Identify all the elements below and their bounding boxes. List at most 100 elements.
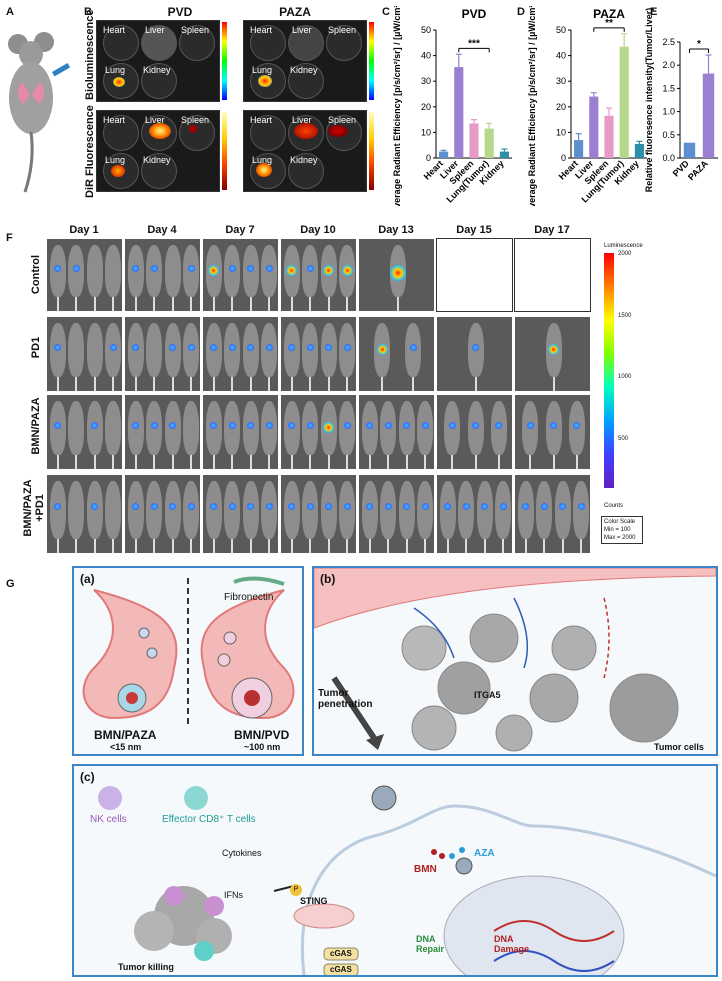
organ-label-liver: Liver — [292, 115, 312, 125]
imaging-cell — [514, 394, 591, 470]
day-header: Day 17 — [534, 224, 570, 236]
imaging-cell — [46, 238, 123, 312]
itga5-label: ITGA5 — [474, 690, 501, 700]
luminescence-scale-bar — [604, 253, 614, 488]
luminescence-signal — [421, 421, 429, 429]
imaging-cell — [280, 238, 357, 312]
mouse-tail — [327, 297, 330, 311]
luminescence-signal — [169, 503, 177, 510]
mouse-tail — [56, 377, 59, 391]
color-scale-min: Min = 100 — [604, 527, 631, 533]
y-tick-label: 0.5 — [662, 130, 675, 140]
panel-label-d: D — [517, 6, 525, 18]
luminescence-signal — [150, 264, 158, 272]
luminescence-signal — [550, 421, 557, 429]
bar — [469, 123, 479, 158]
mouse-body — [105, 401, 122, 455]
mouse-tail — [412, 377, 414, 391]
organ-label-heart: Heart — [103, 25, 126, 35]
mouse-body — [164, 481, 181, 539]
panel-label-b: B — [84, 6, 92, 18]
mouse-tail — [424, 455, 427, 469]
scale-counts-label: Counts — [604, 503, 624, 509]
colorbar-pvd-bio — [222, 22, 227, 100]
mouse-tail — [112, 539, 115, 553]
luminescence-signal — [54, 343, 62, 351]
mouse-body — [49, 481, 66, 539]
color-scale-max: Max = 2000 — [604, 535, 636, 541]
mouse-body — [554, 481, 571, 539]
y-tick-label: 1.5 — [662, 83, 675, 93]
bmn-pvd-size: ~100 nm — [244, 742, 281, 752]
organ-label-lung: Lung — [252, 65, 273, 75]
imaging-cell — [280, 316, 357, 392]
tumor-penetration-label: Tumor penetration — [318, 688, 373, 710]
mouse-tail — [529, 455, 532, 469]
mouse-body — [205, 481, 222, 539]
y-tick-label: 40 — [556, 51, 566, 61]
mouse-tail — [552, 377, 555, 391]
scale-title: Luminescence — [604, 243, 643, 249]
color-scale-line: Color Scale — [604, 519, 636, 525]
imaging-cell — [124, 394, 201, 470]
mouse-tail — [212, 539, 215, 553]
mouse-body — [127, 481, 144, 539]
mouse-body — [495, 481, 512, 539]
luminescence-signal — [366, 503, 374, 510]
luminescence-signal — [472, 421, 479, 429]
mouse-tail — [346, 297, 349, 311]
luminescence-signal — [323, 421, 335, 433]
organ-image-pvd-bio: Heart Liver Spleen Lung Kidney — [96, 20, 220, 102]
day-header: Day 13 — [378, 224, 414, 236]
mouse-tail — [231, 297, 234, 311]
bmn-pvd-label: BMN/PVD — [234, 728, 290, 742]
row-label-dir-fluorescence: DiR Fluorescence — [84, 105, 96, 198]
mouse-body — [302, 481, 319, 539]
mouse-tail — [474, 377, 477, 391]
significance-marker: * — [697, 39, 701, 50]
tumor-killing-label: Tumor killing — [118, 962, 174, 972]
mouse-tail — [405, 455, 408, 469]
luminescence-signal — [343, 503, 351, 510]
luminescence-signal — [366, 421, 374, 429]
mouse-tail — [424, 539, 427, 553]
mouse-illustration — [8, 32, 71, 193]
mouse-tail — [346, 455, 349, 469]
mouse-tail — [346, 377, 349, 391]
mouse-tail — [93, 297, 96, 311]
mouse-tail — [387, 455, 390, 469]
luminescence-signal — [150, 421, 158, 429]
y-tick-label: 40 — [421, 51, 431, 61]
significance-marker: ** — [605, 18, 613, 29]
mouse-body — [105, 245, 122, 297]
row-label-bioluminescence: Bioluminescence — [84, 9, 96, 100]
luminescence-signal — [247, 503, 255, 510]
mouse-tail — [249, 377, 252, 391]
luminescence-signal — [228, 503, 236, 510]
x-tick-label: PAZA — [686, 158, 710, 182]
imaging-cell — [358, 394, 435, 470]
y-tick-label: 0 — [561, 153, 566, 163]
y-axis-label: Average Radiant Efficiency [p/s/cm²/sr] … — [527, 6, 537, 206]
mouse-body — [283, 481, 300, 539]
mouse-tail — [112, 297, 115, 311]
luminescence-signal — [54, 421, 62, 429]
mouse-tail — [153, 377, 156, 391]
mouse-tail — [212, 297, 215, 311]
mouse-body — [146, 323, 163, 377]
mouse-body — [320, 481, 337, 539]
imaging-cell — [202, 474, 279, 554]
luminescence-signal — [323, 264, 335, 276]
organ-label-lung: Lung — [105, 65, 126, 75]
organ-label-spleen: Spleen — [181, 115, 210, 125]
luminescence-signal — [54, 264, 62, 272]
schematic-b-label: (b) — [320, 572, 336, 586]
mouse-tail — [134, 297, 137, 311]
y-axis-label: Average Radiant Efficiency [p/s/cm²/sr] … — [392, 6, 402, 206]
aza-label: AZA — [474, 848, 495, 859]
organ-label-kidney: Kidney — [143, 155, 171, 165]
mouse-tail — [212, 377, 215, 391]
bar — [499, 151, 509, 158]
mouse-tail — [290, 455, 293, 469]
luminescence-signal — [247, 264, 255, 272]
